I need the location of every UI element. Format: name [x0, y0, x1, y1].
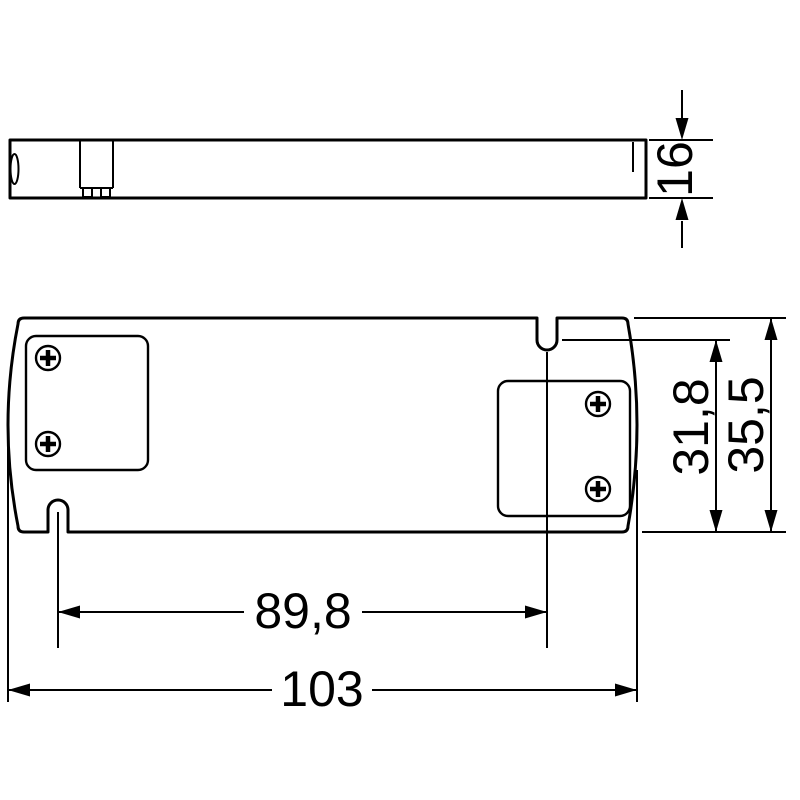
- phillips-screw-icon: [34, 430, 62, 458]
- arrowhead-icon: [764, 318, 778, 340]
- phillips-screw-icon: [584, 390, 612, 418]
- extension-line: [57, 352, 548, 648]
- plan-view-outline: [6, 316, 639, 534]
- terminal-block-foot: [100, 187, 111, 198]
- slot-offset-dimension-label: 31,8: [663, 378, 719, 475]
- height-dimension-label: 16: [647, 141, 703, 197]
- arrowhead-icon: [525, 605, 547, 619]
- slot-spacing-dimension-label: 89,8: [254, 583, 351, 639]
- length-dimension: 103: [7, 443, 638, 717]
- terminal-block-foot: [82, 187, 93, 198]
- width-dimension: 35,5: [634, 317, 786, 533]
- extension-line: [634, 317, 786, 533]
- width-dimension-label: 35,5: [718, 376, 774, 473]
- slot-offset-dimension: 31,8: [562, 339, 730, 532]
- screw-cross: [590, 481, 606, 497]
- length-dimension-label: 103: [280, 661, 363, 717]
- label-background: [244, 586, 362, 634]
- phillips-screw-icon: [584, 475, 612, 503]
- arrowhead-icon: [8, 683, 30, 697]
- end-slot-detail: [9, 153, 20, 185]
- phillips-screw-icon: [34, 344, 62, 372]
- arrowhead-icon: [709, 340, 723, 362]
- screw-cross: [40, 436, 56, 452]
- extension-line: [7, 443, 638, 702]
- arrowhead-icon: [615, 683, 637, 697]
- height-dimension: 16: [647, 90, 713, 248]
- arrowhead-icon: [675, 198, 689, 220]
- arrowhead-icon: [675, 118, 689, 140]
- slot-spacing-dimension: 89,8: [57, 352, 548, 648]
- arrowhead-icon: [709, 510, 723, 532]
- extension-line: [649, 139, 713, 199]
- plan-view: [6, 316, 639, 534]
- side-view-outline: [8, 138, 648, 200]
- screw-cross: [40, 350, 56, 366]
- screw-cross: [590, 396, 606, 412]
- arrowhead-icon: [764, 510, 778, 532]
- label-background: [272, 664, 372, 712]
- side-view: [8, 138, 648, 200]
- arrowhead-icon: [58, 605, 80, 619]
